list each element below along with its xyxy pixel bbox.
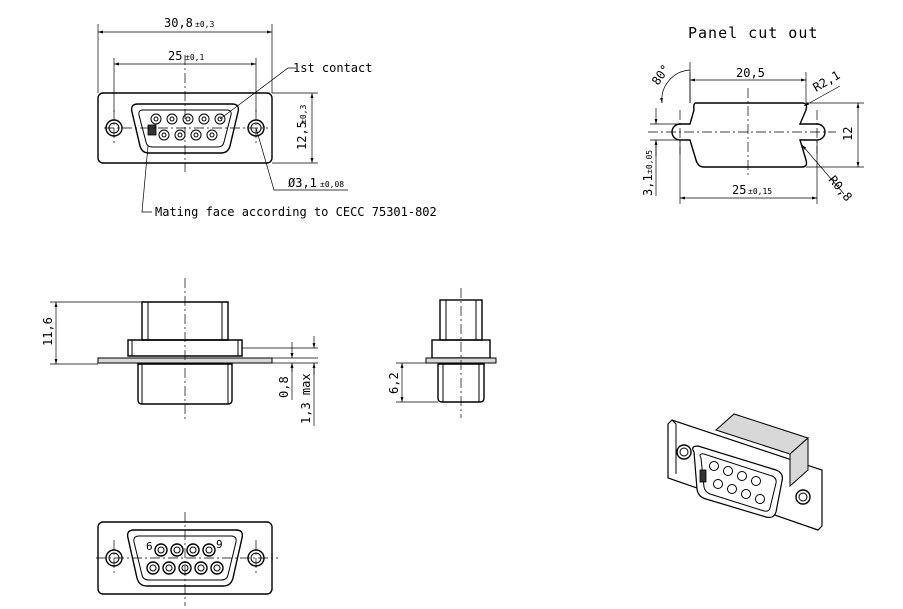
panel-cutout-outline — [671, 102, 826, 168]
panel-spacing-value: 25 — [732, 183, 746, 197]
panel-hole-dia-value: 3,1 — [641, 174, 655, 196]
panel-radius-bottom: R0,8 — [826, 173, 855, 204]
first-contact-label: 1st contact — [293, 61, 372, 75]
side-view: 11,6 0,8 1,3 max — [41, 278, 318, 426]
side-height-value: 11,6 — [41, 317, 55, 346]
panel-top-width: 20,5 — [736, 66, 765, 80]
mating-face-label: Mating face according to CECC 75301-802 — [155, 205, 437, 219]
iso-dshell-inner — [699, 453, 777, 512]
side-flange-thickness: 0,8 — [277, 376, 291, 398]
front-spacing-tol: ±0,1 — [185, 53, 204, 62]
rear-contacts — [146, 543, 224, 575]
panel-cutout-title: Panel cut out — [688, 24, 818, 42]
iso-dshell — [692, 445, 783, 519]
iso-hole-left — [676, 444, 692, 460]
front-height-value: 12,5 — [295, 121, 309, 150]
rear-view: 6 9 — [96, 512, 278, 606]
front-dshell-inner — [138, 109, 232, 148]
panel-height: 12 — [841, 127, 855, 141]
end-lower-body — [437, 363, 485, 403]
front-hole-dia-tol: ±0,08 — [320, 180, 344, 189]
panel-hole-dia-tol: ±0,05 — [645, 150, 654, 174]
panel-radius-top: R2,1 — [811, 68, 843, 95]
end-view: 6,2 — [387, 288, 497, 418]
side-body — [127, 339, 243, 357]
isometric-view — [667, 413, 823, 531]
front-width-tol: ±0,3 — [195, 20, 214, 29]
front-dshell-outer — [130, 103, 240, 154]
front-view: 30,8 ±0,3 25 ±0,1 12,5 ±0,3 1st contact … — [97, 16, 437, 219]
side-max-offset: 1,3 max — [299, 373, 313, 424]
front-width-value: 30,8 — [164, 16, 193, 30]
panel-spacing-tol: ±0,15 — [748, 187, 772, 196]
rear-dshell-inner — [133, 535, 237, 581]
front-contacts — [147, 113, 226, 141]
rear-dshell-outer — [126, 529, 244, 587]
iso-contacts — [699, 461, 765, 504]
rear-pin-label-9: 9 — [216, 538, 223, 551]
front-hole-dia-value: Ø3,1 — [288, 176, 317, 190]
rear-pin-label-6: 6 — [146, 540, 153, 553]
iso-hole-right — [795, 489, 811, 505]
front-height-tol: ±0,3 — [299, 105, 308, 124]
end-height-value: 6,2 — [387, 372, 401, 394]
panel-cutout-view: Panel cut out 20,5 80° R2,1 12 — [641, 24, 864, 204]
panel-angle: 80° — [649, 62, 673, 88]
front-spacing-value: 25 — [168, 49, 182, 63]
